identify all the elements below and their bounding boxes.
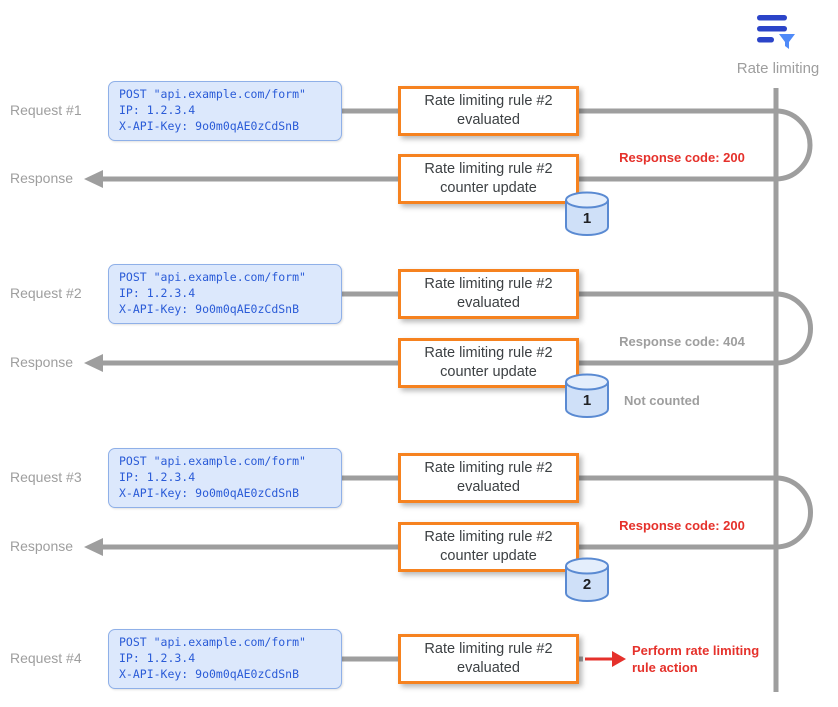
step-title: Rate limiting rule #2 <box>424 529 553 546</box>
request-payload-box-2: POST "api.example.com/form" IP: 1.2.3.4 … <box>108 264 342 324</box>
counter-not-counted-note: Not counted <box>624 393 700 408</box>
request-line-method: POST "api.example.com/form" <box>119 87 306 101</box>
action-arrow <box>585 651 626 667</box>
request-line-ip: IP: 1.2.3.4 <box>119 102 196 117</box>
response-2-arrowhead <box>84 354 103 372</box>
step-sub: evaluated <box>457 479 520 495</box>
rule-evaluated-box-2: Rate limiting rule #2 evaluated <box>398 269 579 319</box>
request-2-label: Request #2 <box>10 285 82 301</box>
roundtrip-arc-3 <box>775 475 813 550</box>
counter-value-1: 1 <box>583 210 591 227</box>
step-title: Rate limiting rule #2 <box>424 93 553 110</box>
response-code-note-3: Response code: 200 <box>619 518 745 533</box>
step-sub: evaluated <box>457 112 520 128</box>
counter-update-box-1: Rate limiting rule #2 counter update <box>398 154 579 204</box>
response-code-note-2: Response code: 404 <box>619 334 745 349</box>
step-sub: counter update <box>440 364 537 380</box>
step-sub: counter update <box>440 548 537 564</box>
request-3-label: Request #3 <box>10 469 82 485</box>
step-title: Rate limiting rule #2 <box>424 460 553 477</box>
counter-database-icon-3: 2 <box>565 557 609 602</box>
counter-database-icon-2: 1 <box>565 373 609 418</box>
step-title: Rate limiting rule #2 <box>424 276 553 293</box>
response-1-arrowhead <box>84 170 103 188</box>
step-title: Rate limiting rule #2 <box>424 345 553 362</box>
request-line-ip: IP: 1.2.3.4 <box>119 650 196 665</box>
counter-update-box-3: Rate limiting rule #2 counter update <box>398 522 579 572</box>
request-1-label: Request #1 <box>10 102 82 118</box>
request-line-apikey: X-API-Key: 9o0m0qAE0zCdSnB <box>119 301 300 316</box>
response-2-label: Response <box>10 354 74 370</box>
request-payload-box-4: POST "api.example.com/form" IP: 1.2.3.4 … <box>108 629 342 689</box>
step-title: Rate limiting rule #2 <box>424 161 553 178</box>
step-title: Rate limiting rule #2 <box>424 641 553 658</box>
step-sub: counter update <box>440 180 537 196</box>
rate-limit-action-note: Perform rate limiting rule action <box>632 643 760 675</box>
response-1-label: Response <box>10 170 74 186</box>
request-line-ip: IP: 1.2.3.4 <box>119 469 196 484</box>
rule-evaluated-box-1: Rate limiting rule #2 evaluated <box>398 86 579 136</box>
rate-limiting-rules-icon <box>752 6 800 54</box>
request-line-apikey: X-API-Key: 9o0m0qAE0zCdSnB <box>119 485 300 500</box>
rule-evaluated-box-3: Rate limiting rule #2 evaluated <box>398 453 579 503</box>
request-payload-box-3: POST "api.example.com/form" IP: 1.2.3.4 … <box>108 448 342 508</box>
request-4-label: Request #4 <box>10 650 82 666</box>
counter-value-2: 1 <box>583 392 591 409</box>
step-sub: evaluated <box>457 295 520 311</box>
request-line-method: POST "api.example.com/form" <box>119 270 306 284</box>
roundtrip-arc-1 <box>775 108 813 182</box>
request-line-apikey: X-API-Key: 9o0m0qAE0zCdSnB <box>119 118 300 133</box>
step-sub: evaluated <box>457 660 520 676</box>
counter-value-3: 2 <box>583 576 591 593</box>
request-line-method: POST "api.example.com/form" <box>119 454 306 468</box>
request-line-method: POST "api.example.com/form" <box>119 635 306 649</box>
rule-evaluated-box-4: Rate limiting rule #2 evaluated <box>398 634 579 684</box>
request-line-apikey: X-API-Key: 9o0m0qAE0zCdSnB <box>119 666 300 681</box>
counter-database-icon-1: 1 <box>565 191 609 236</box>
roundtrip-arc-2 <box>775 291 813 366</box>
response-3-arrowhead <box>84 538 103 556</box>
response-code-note-1: Response code: 200 <box>619 150 745 165</box>
lifeline-label: Rate limiting <box>736 60 820 77</box>
response-3-label: Response <box>10 538 74 554</box>
request-payload-box-1: POST "api.example.com/form" IP: 1.2.3.4 … <box>108 81 342 141</box>
counter-update-box-2: Rate limiting rule #2 counter update <box>398 338 579 388</box>
request-line-ip: IP: 1.2.3.4 <box>119 285 196 300</box>
